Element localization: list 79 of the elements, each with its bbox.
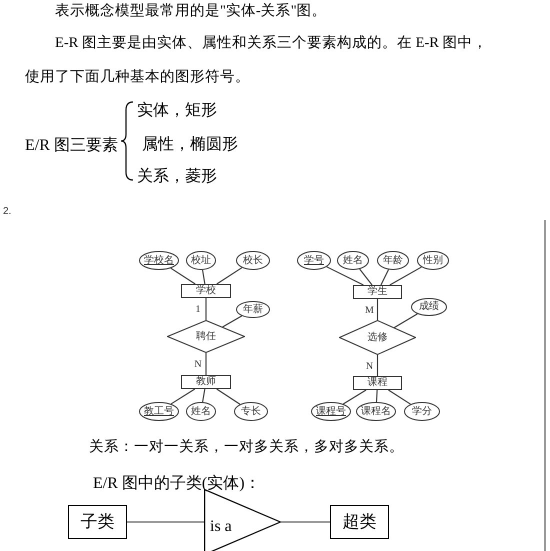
attribute-name: 成绩 (419, 301, 439, 313)
entity-name: 子类 (80, 512, 114, 532)
attribute-name: 校长 (243, 254, 263, 266)
attribute-name: 课程号 (316, 406, 346, 418)
attribute-name: 课程名 (361, 406, 391, 418)
connector-line (202, 388, 206, 402)
section-number: 2. (3, 206, 12, 218)
relationship-types-note: 关系：一对一关系，一对多关系，多对多关系。 (89, 438, 404, 456)
entity-name: 学生 (368, 286, 388, 298)
attribute-ellipse (186, 251, 216, 270)
attribute-ellipse (417, 251, 449, 270)
connector-line (202, 270, 206, 284)
attribute-ellipse (236, 251, 270, 270)
symbol-description: 实体，矩形 (137, 102, 217, 120)
entity-box (353, 376, 402, 390)
entity-box (353, 285, 402, 299)
attribute-ellipse (139, 251, 179, 270)
relationship-name: 选修 (368, 332, 388, 344)
attribute-name: 学分 (412, 406, 432, 418)
entity-name: 教师 (196, 376, 216, 388)
attribute-name: 姓名 (343, 254, 363, 266)
entity-name: 学校 (196, 285, 216, 297)
entity-name: 超类 (342, 512, 376, 532)
entity-box (68, 505, 127, 539)
attribute-ellipse (311, 402, 351, 421)
attribute-name: 性别 (423, 254, 443, 266)
connector-line (216, 388, 240, 405)
cardinality-label: N (193, 360, 203, 370)
attribute-name: 教工号 (144, 406, 174, 418)
attribute-name: 姓名 (191, 406, 211, 418)
attribute-ellipse (337, 251, 369, 270)
connector-line (376, 299, 378, 320)
attribute-ellipse (411, 298, 447, 316)
connector-line (342, 390, 366, 404)
entity-box (181, 284, 231, 298)
body-paragraph: E-R 图主要是由实体、属性和关系三个要素构成的。在 E-R 图中，使用了下面几种基本的图形符号。 (25, 34, 489, 87)
relationship-diamond (339, 320, 416, 355)
attribute-name: 学校名 (144, 254, 174, 266)
attribute-name: 年薪 (243, 304, 263, 316)
isa-label: is a (210, 517, 232, 536)
symbol-description: 属性，椭圆形 (142, 136, 238, 154)
connector-line (222, 315, 242, 328)
intro-sentence: 表示概念模型最常用的是"实体-关系"图。 (55, 2, 327, 20)
cardinality-label: M (364, 306, 375, 316)
attribute-name: 专长 (241, 406, 261, 418)
cardinality-label: 1 (194, 305, 202, 315)
relationship-diamond (167, 320, 245, 353)
attribute-name: 校址 (191, 254, 211, 266)
attribute-ellipse (297, 251, 331, 270)
connector-line (170, 268, 196, 284)
cardinality-label: N (364, 362, 374, 372)
connector-line (326, 266, 364, 286)
connector-line (376, 355, 378, 376)
topic-label: E/R 图三要素 (25, 137, 118, 155)
connector-line (205, 298, 207, 320)
attribute-name: 年龄 (383, 254, 403, 266)
attribute-ellipse (377, 251, 409, 270)
attribute-ellipse (234, 402, 268, 421)
entity-name: 课程 (368, 377, 388, 389)
relationship-name: 聘任 (196, 330, 216, 342)
attribute-name: 学号 (304, 254, 324, 266)
attribute-ellipse (356, 402, 396, 421)
connector-line (380, 269, 389, 286)
connector-line (359, 268, 372, 286)
connector-line (390, 266, 422, 286)
attribute-ellipse (186, 402, 216, 421)
attribute-ellipse (236, 301, 270, 318)
connector-line (216, 267, 242, 284)
connector-line (205, 353, 207, 375)
connector-line (376, 390, 378, 402)
entity-box (330, 505, 389, 539)
attribute-ellipse (139, 402, 179, 421)
connector-line (127, 521, 204, 523)
entity-box (181, 375, 231, 389)
connector-line (281, 521, 330, 523)
connector-line (170, 388, 196, 404)
symbol-description: 关系，菱形 (137, 168, 217, 186)
connector-line (394, 313, 418, 328)
attribute-ellipse (404, 402, 440, 421)
